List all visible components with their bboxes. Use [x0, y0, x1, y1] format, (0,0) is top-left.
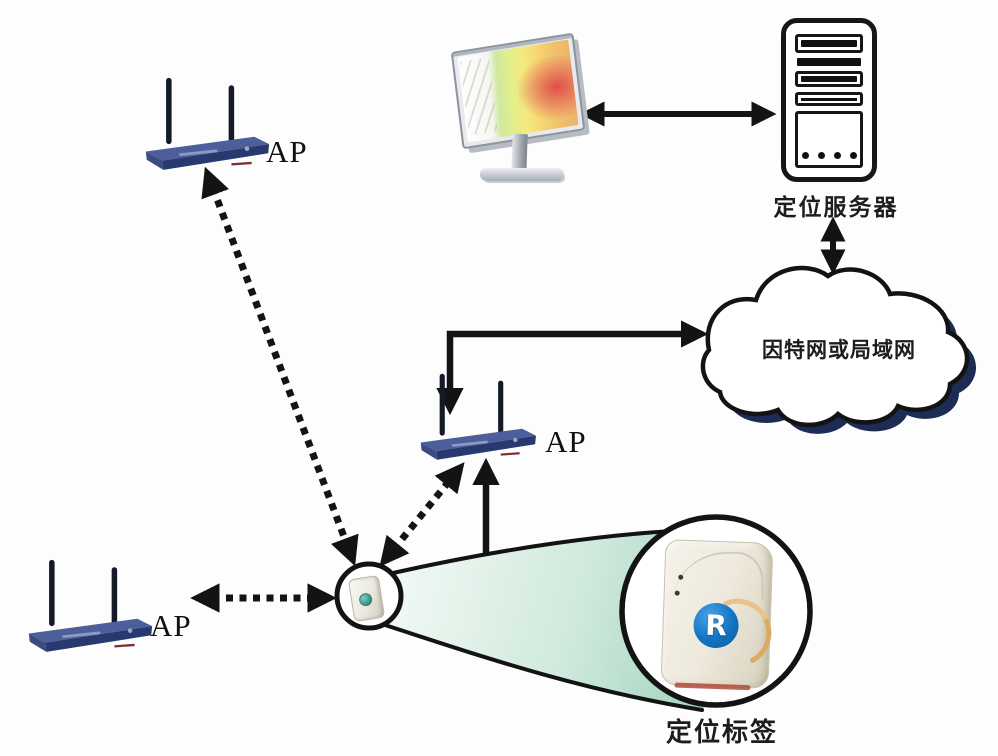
location-tag-magnified: R: [660, 539, 781, 691]
server-front-panel: [795, 111, 863, 168]
location-tag-small: [347, 574, 386, 623]
server-slot: [795, 92, 863, 106]
link-ap1-tag-dotted: [201, 166, 359, 567]
server-bar: [797, 58, 861, 66]
server-tower-graphic: [781, 18, 877, 182]
magnifier-cone-bottom-edge: [383, 623, 704, 712]
tag-logo-dot: [358, 592, 374, 608]
ap3-device: [28, 559, 153, 652]
ap2-label: AP: [545, 424, 587, 459]
link-ap2-tag-dotted: [379, 462, 465, 567]
server-slot: [795, 71, 863, 87]
signal-heatmap: [457, 39, 579, 143]
tag-label: 定位标签: [665, 718, 778, 748]
tag-case-seam: [672, 551, 764, 601]
ap1-label: AP: [266, 134, 308, 169]
monitoring-computer: [448, 32, 598, 189]
server-slot: [795, 34, 863, 53]
link-cloud-ap2: [436, 320, 709, 416]
ap1-device: [145, 77, 270, 170]
ap2-device: [420, 373, 536, 460]
ap3-label: AP: [150, 608, 192, 643]
server-label: 定位服务器: [773, 195, 899, 221]
monitor-screen: [450, 32, 586, 150]
cloud-label: 因特网或局域网: [762, 338, 916, 362]
monitor-base: [480, 168, 564, 181]
internet-cloud-shape: [700, 265, 977, 434]
